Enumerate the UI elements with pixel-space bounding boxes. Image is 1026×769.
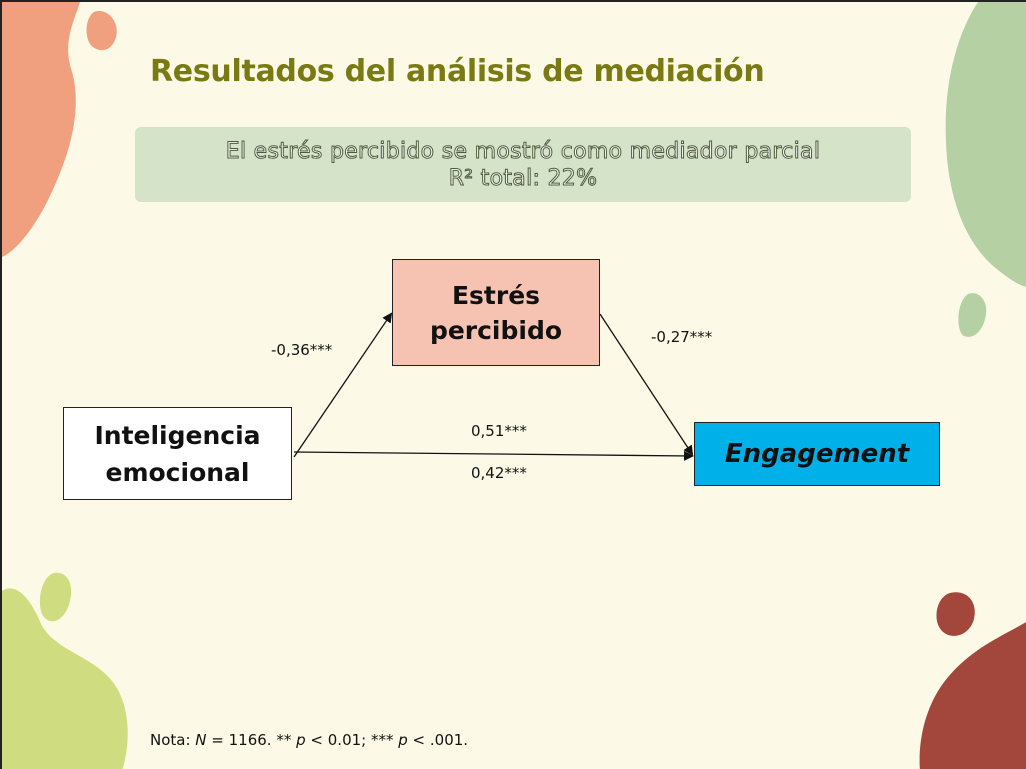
path-a-coefficient: -0,36*** xyxy=(271,341,333,359)
summary-banner: El estrés percibido se mostró como media… xyxy=(135,127,911,202)
mediator-node: Estrés percibido xyxy=(392,259,600,366)
outcome-node: Engagement xyxy=(694,422,940,486)
mediator-label-line2: percibido xyxy=(429,315,563,345)
note-n-value: = 1166. ** xyxy=(206,731,297,749)
predictor-node: Inteligencia emocional xyxy=(63,407,292,500)
salmon-blob-decoration xyxy=(2,2,117,257)
note-p1: p xyxy=(296,731,306,749)
slide-title: Resultados del análisis de mediación xyxy=(150,54,765,89)
note-p2: p xyxy=(398,731,408,749)
predictor-label-line1: Inteligencia xyxy=(94,420,261,450)
brown-blob-decoration xyxy=(919,592,1026,769)
footnote: Nota: N = 1166. ** p < 0.01; *** p < .00… xyxy=(150,731,468,749)
banner-line-r2: R² total: 22% xyxy=(448,165,598,191)
path-b-coefficient: -0,27*** xyxy=(651,328,713,346)
note-p2-rest: < .001. xyxy=(407,731,469,749)
outcome-label: Engagement xyxy=(724,439,910,469)
predictor-label-line2: emocional xyxy=(105,457,250,487)
mediator-label-line1: Estrés xyxy=(451,280,541,310)
note-n-symbol: N xyxy=(195,731,207,749)
arrow-a-path xyxy=(293,312,393,458)
note-p1-rest: < 0.01; *** xyxy=(305,731,399,749)
lime-blob-decoration xyxy=(2,572,128,769)
direct-effect-coefficient: 0,42*** xyxy=(471,464,527,482)
note-prefix: Nota: xyxy=(150,731,196,749)
arrow-b-path xyxy=(599,313,694,456)
banner-line-mediator: El estrés percibido se mostró como media… xyxy=(225,138,821,164)
total-effect-coefficient: 0,51*** xyxy=(471,422,527,440)
arrow-c-path xyxy=(293,450,694,461)
green-blob-decoration xyxy=(945,2,1026,337)
